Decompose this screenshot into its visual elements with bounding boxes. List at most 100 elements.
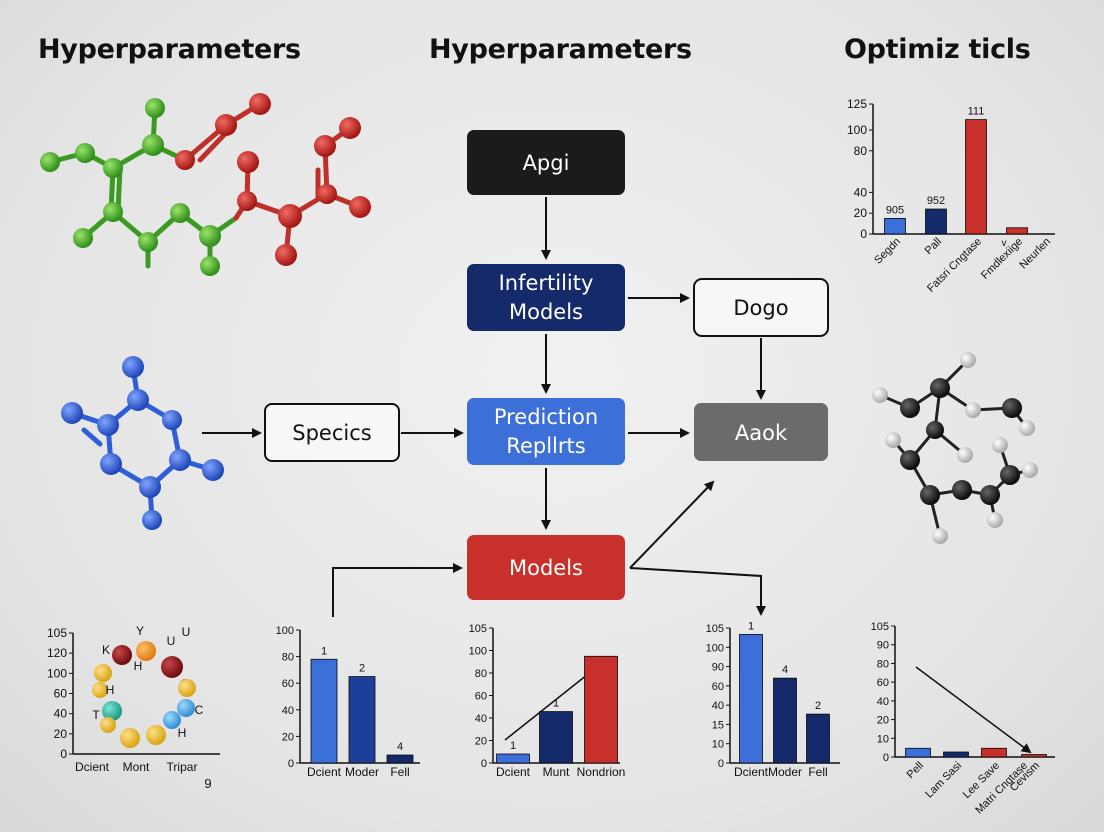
y-tick-label: 100	[847, 123, 867, 137]
bar	[905, 747, 931, 758]
atom-label: C	[195, 703, 204, 717]
y-tick-label: 100	[47, 666, 67, 680]
y-tick-label: 90	[877, 640, 889, 652]
apgi-label: Apgi	[523, 151, 570, 175]
specics-label: Specics	[292, 421, 371, 445]
bar	[310, 658, 338, 764]
category-label: Munt	[543, 765, 570, 779]
bar	[1006, 227, 1028, 235]
y-tick-label: 20	[475, 736, 487, 748]
flow-connectors	[202, 197, 766, 617]
y-tick-label: 105	[871, 621, 889, 633]
atom-label: Y	[136, 624, 144, 638]
bar	[739, 634, 763, 764]
trend-arrow	[915, 666, 1032, 754]
y-tick-label: 40	[54, 707, 68, 721]
atom-label: T	[92, 708, 100, 722]
specics-box[interactable]: Specics	[264, 403, 400, 462]
data-label: 952	[927, 195, 945, 207]
y-tick-label: 40	[877, 696, 889, 708]
data-label: 2	[815, 700, 821, 712]
y-tick-label: 100	[706, 642, 724, 654]
category-label: Moder	[768, 765, 802, 779]
models-label: Models	[509, 556, 583, 580]
data-label: 905	[886, 204, 904, 216]
atom-label: U	[182, 625, 191, 639]
category-label: Fell	[808, 765, 827, 779]
y-tick-label: 0	[481, 758, 487, 770]
bar	[884, 217, 906, 235]
bar	[348, 676, 376, 764]
y-tick-label: 0	[883, 752, 889, 764]
y-tick-label: 20	[54, 727, 68, 741]
blue-molecule-illustration	[61, 356, 224, 530]
arrow-models-to-chart	[629, 567, 766, 616]
data-label: 1	[321, 645, 327, 657]
bar	[943, 751, 969, 758]
data-label: 1	[510, 740, 516, 752]
y-tick-label: 40	[282, 705, 294, 717]
title-center: Hyperparameters	[429, 34, 692, 65]
y-tick-label: 20	[877, 715, 889, 727]
prediction-label-line2: Repllrts	[506, 434, 585, 458]
annotation-label: v	[1002, 238, 1007, 249]
y-tick-label: 120	[47, 646, 67, 660]
category-label: Dcient	[496, 765, 531, 779]
dogo-label: Dogo	[733, 296, 788, 320]
y-tick-label: 60	[54, 687, 68, 701]
category-label: Moder	[345, 765, 379, 779]
y-tick-label: 80	[877, 658, 889, 670]
category-label: Fell	[390, 765, 409, 779]
bar	[584, 655, 618, 764]
y-tick-label: 40	[854, 185, 868, 199]
dogo-box[interactable]: Dogo	[693, 278, 829, 337]
category-label: Pell	[905, 760, 926, 781]
infertility-label-line1: Infertility	[499, 271, 594, 295]
models-box[interactable]: Models	[467, 535, 625, 600]
y-tick-label: 40	[712, 700, 724, 712]
black-white-molecule-illustration	[872, 352, 1038, 544]
bar	[806, 713, 830, 764]
y-tick-label: 80	[854, 144, 868, 158]
y-tick-label: 60	[877, 677, 889, 689]
category-label: Segdn	[872, 236, 903, 267]
y-tick-label: 40	[475, 713, 487, 725]
atom-label: K	[102, 643, 110, 657]
y-tick-label: 0	[860, 227, 867, 241]
y-tick-label: 60	[282, 678, 294, 690]
category-label: Dcient	[734, 765, 769, 779]
bar	[773, 677, 797, 764]
atom-label: H	[134, 659, 143, 673]
category-label: Neurlen	[1017, 236, 1053, 272]
category-label: Lam Sasi	[923, 760, 964, 801]
y-tick-label: 105	[469, 623, 487, 635]
category-label: Dcient	[75, 760, 110, 774]
y-tick-label: 100	[276, 625, 294, 637]
data-label: 1	[748, 620, 754, 632]
y-tick-label: 105	[706, 623, 724, 635]
y-tick-label: 90	[712, 662, 724, 674]
y-tick-label: 80	[282, 652, 294, 664]
y-tick-label: 0	[60, 747, 67, 761]
y-tick-label: 100	[469, 646, 487, 658]
infertility-models-box[interactable]: Infertility Models	[467, 264, 625, 331]
title-left: Hyperparameters	[38, 34, 301, 65]
y-tick-label: 20	[282, 731, 294, 743]
y-tick-label: 105	[47, 626, 67, 640]
bar	[965, 119, 987, 235]
aaok-label: Aaok	[735, 421, 788, 445]
arrow-models-to-aaok	[629, 480, 715, 569]
data-label: 111	[968, 106, 985, 118]
data-label: 1	[553, 698, 559, 710]
prediction-box[interactable]: Prediction Repllrts	[467, 398, 625, 465]
infertility-label-line2: Models	[509, 300, 583, 324]
bar	[386, 754, 414, 764]
bar	[496, 753, 530, 764]
aaok-box[interactable]: Aaok	[694, 403, 828, 461]
y-tick-label: 20	[854, 206, 868, 220]
y-tick-label: 0	[288, 758, 294, 770]
apgi-box[interactable]: Apgi	[467, 130, 625, 195]
